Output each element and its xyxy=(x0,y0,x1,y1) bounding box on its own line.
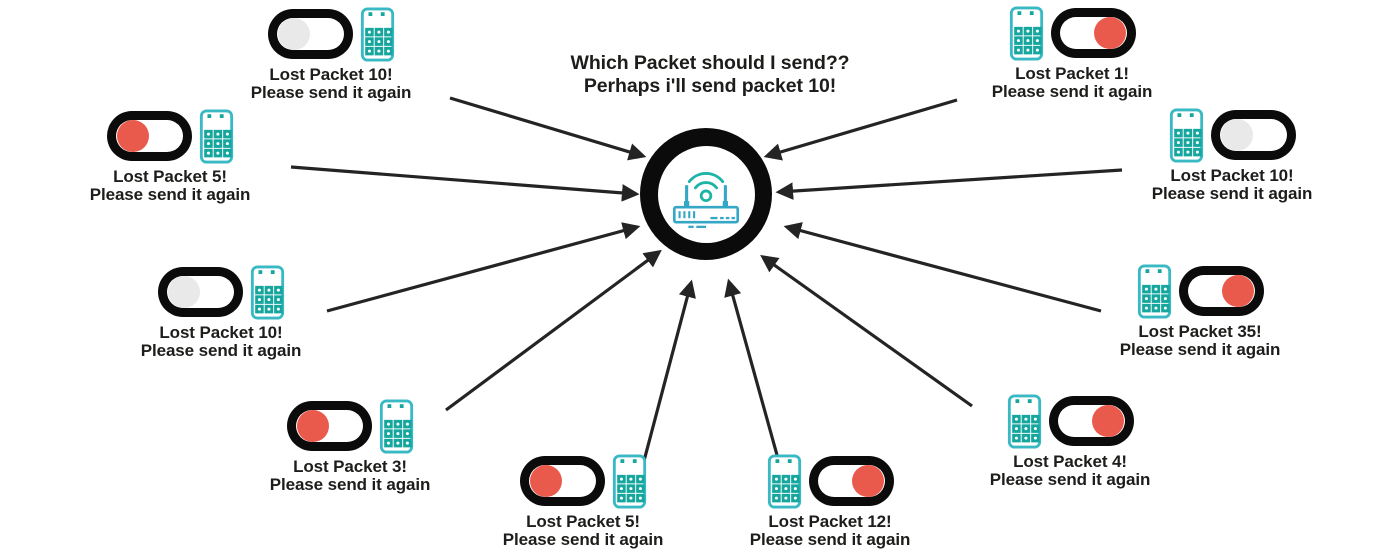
mobile-phone-icon xyxy=(767,453,801,509)
packet-lost-line: Lost Packet 4! xyxy=(1013,452,1127,471)
toggle-switch[interactable] xyxy=(1050,8,1136,58)
toggle-knob xyxy=(851,465,884,497)
resend-request-line: Please send it again xyxy=(269,475,431,495)
toggle-knob xyxy=(1220,119,1253,151)
toggle-knob xyxy=(296,410,329,442)
packet-lost-line: Lost Packet 3! xyxy=(293,457,407,476)
device-message: Lost Packet 10! Please send it again xyxy=(1127,166,1337,204)
packet-lost-line: Lost Packet 5! xyxy=(113,167,227,186)
toggle-knob xyxy=(1091,405,1124,437)
toggle-switch[interactable] xyxy=(286,401,372,451)
device-node: Lost Packet 10! Please send it again xyxy=(116,264,326,361)
wifi-router-icon xyxy=(672,172,740,229)
packet-request-arrow xyxy=(638,279,696,477)
packet-lost-line: Lost Packet 35! xyxy=(1138,322,1262,341)
router-thought: Which Packet should I send?? Perhaps i'l… xyxy=(485,52,935,99)
packet-request-arrow xyxy=(775,168,1123,200)
device-icons xyxy=(65,108,275,164)
resend-request-line: Please send it again xyxy=(989,470,1151,490)
toggle-switch[interactable] xyxy=(106,111,192,161)
toggle-knob xyxy=(277,18,310,50)
resend-request-line: Please send it again xyxy=(991,82,1153,102)
packet-request-arrow xyxy=(763,98,958,161)
packet-request-arrow xyxy=(290,165,640,202)
mobile-phone-icon xyxy=(1009,5,1043,61)
toggle-knob xyxy=(167,276,200,308)
device-icons xyxy=(965,393,1175,449)
mobile-phone-icon xyxy=(250,264,284,320)
mobile-phone-icon xyxy=(379,398,413,454)
packet-request-arrow xyxy=(445,249,662,412)
device-message: Lost Packet 4! Please send it again xyxy=(965,452,1175,490)
packet-lost-line: Lost Packet 1! xyxy=(1015,64,1129,83)
toggle-switch[interactable] xyxy=(1178,266,1264,316)
resend-request-line: Please send it again xyxy=(1151,184,1313,204)
mobile-phone-icon xyxy=(1137,263,1171,319)
device-icons xyxy=(478,453,688,509)
toggle-knob xyxy=(529,465,562,497)
device-node: Lost Packet 12! Please send it again xyxy=(725,453,935,550)
device-node: Lost Packet 35! Please send it again xyxy=(1095,263,1305,360)
device-message: Lost Packet 12! Please send it again xyxy=(725,512,935,550)
toggle-switch[interactable] xyxy=(267,9,353,59)
packet-request-arrow xyxy=(449,96,647,161)
resend-request-line: Please send it again xyxy=(502,530,664,550)
device-node: Lost Packet 10! Please send it again xyxy=(1127,107,1337,204)
router-thought-line1: Which Packet should I send?? xyxy=(570,52,850,74)
device-icons xyxy=(1127,107,1337,163)
packet-lost-line: Lost Packet 10! xyxy=(159,323,283,342)
device-message: Lost Packet 10! Please send it again xyxy=(226,65,436,103)
device-message: Lost Packet 3! Please send it again xyxy=(245,457,455,495)
mobile-phone-icon xyxy=(1169,107,1203,163)
device-icons xyxy=(967,5,1177,61)
device-node: Lost Packet 1! Please send it again xyxy=(967,5,1177,102)
mobile-phone-icon xyxy=(1007,393,1041,449)
packet-request-arrow xyxy=(326,222,641,313)
device-message: Lost Packet 5! Please send it again xyxy=(478,512,688,550)
device-node: Lost Packet 3! Please send it again xyxy=(245,398,455,495)
device-message: Lost Packet 5! Please send it again xyxy=(65,167,275,205)
device-message: Lost Packet 10! Please send it again xyxy=(116,323,326,361)
toggle-knob xyxy=(116,120,149,152)
mobile-phone-icon xyxy=(360,6,394,62)
device-icons xyxy=(245,398,455,454)
resend-request-line: Please send it again xyxy=(1119,340,1281,360)
device-node: Lost Packet 4! Please send it again xyxy=(965,393,1175,490)
router-thought-line2: Perhaps i'll send packet 10! xyxy=(583,75,837,98)
toggle-switch[interactable] xyxy=(1048,396,1134,446)
toggle-switch[interactable] xyxy=(157,267,243,317)
device-icons xyxy=(1095,263,1305,319)
resend-request-line: Please send it again xyxy=(89,185,251,205)
packet-request-arrow xyxy=(724,278,784,474)
device-icons xyxy=(226,6,436,62)
router-node xyxy=(640,128,772,260)
mobile-phone-icon xyxy=(199,108,233,164)
device-node: Lost Packet 5! Please send it again xyxy=(478,453,688,550)
device-message: Lost Packet 1! Please send it again xyxy=(967,64,1177,102)
device-icons xyxy=(725,453,935,509)
resend-request-line: Please send it again xyxy=(250,83,412,103)
device-node: Lost Packet 5! Please send it again xyxy=(65,108,275,205)
packet-lost-line: Lost Packet 12! xyxy=(768,512,892,531)
toggle-knob xyxy=(1093,17,1126,49)
resend-request-line: Please send it again xyxy=(140,341,302,361)
toggle-switch[interactable] xyxy=(519,456,605,506)
packet-request-arrow xyxy=(783,222,1102,313)
router-node-inner xyxy=(657,145,755,243)
packet-lost-line: Lost Packet 5! xyxy=(526,512,640,531)
device-node: Lost Packet 10! Please send it again xyxy=(226,6,436,103)
resend-request-line: Please send it again xyxy=(749,530,911,550)
toggle-knob xyxy=(1221,275,1254,307)
packet-request-arrow xyxy=(760,254,973,408)
toggle-switch[interactable] xyxy=(1210,110,1296,160)
mobile-phone-icon xyxy=(612,453,646,509)
toggle-switch[interactable] xyxy=(808,456,894,506)
device-icons xyxy=(116,264,326,320)
packet-lost-line: Lost Packet 10! xyxy=(1170,166,1294,185)
packet-lost-line: Lost Packet 10! xyxy=(269,65,393,84)
device-message: Lost Packet 35! Please send it again xyxy=(1095,322,1305,360)
